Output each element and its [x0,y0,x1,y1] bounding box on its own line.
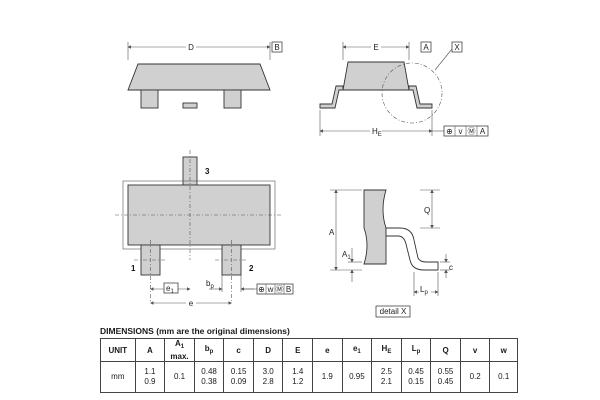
dimensions-header-cell: HE [371,338,402,362]
detail-lead [385,227,439,271]
top-view: D B [127,41,283,109]
detail-dimension-a1-label: A1 [342,250,351,261]
svg-text:v: v [459,127,463,136]
lead-1-top [140,89,159,109]
dimensions-header-cell: c [223,338,254,362]
dimensions-header-cell: A [134,338,166,362]
side-tolerance-frame: ⊕ v Ⓜ A [443,125,489,137]
lead-left-side [319,85,344,109]
datum-a-label: A [423,43,429,52]
dimension-he-label: HE [372,127,382,138]
pin-1-label: 1 [131,264,136,273]
dimensions-header-cell: w [489,338,518,362]
dimensions-value-cell: 1.9 [312,361,343,393]
svg-text:Ⓜ: Ⓜ [468,127,476,136]
package-outline-drawing: D B E A X HE ⊕ v [115,41,489,318]
detail-x-caption: detail X [380,307,407,316]
detail-x-circle [381,62,443,124]
pin-2-label: 2 [249,264,254,273]
detail-view: A A1 Q c Lp detail X [329,189,453,318]
dimensions-value-cell: mm [100,361,136,393]
dimensions-value-cell: 0.1 [489,361,518,393]
detail-dimension-q-label: Q [424,206,430,215]
datum-b-label: B [274,43,279,52]
dimensions-header-cell: E [282,338,314,362]
dimensions-header-cell: Lp [400,338,432,362]
dimension-e-label: E [373,43,378,52]
dimensions-header-cell: v [459,338,491,362]
svg-text:Ⓜ: Ⓜ [276,285,284,294]
package-body-top [127,63,271,91]
pin-3-label: 3 [205,167,210,176]
dimension-bp-label: bp [206,279,214,290]
footprint-view: 3 1 2 e1 bp ⊕ w Ⓜ B e [115,150,294,308]
dimension-e-pitch-label: e [189,299,194,308]
detail-body [363,189,387,265]
detail-x-marker: X [454,43,460,52]
package-body-side [342,61,410,91]
svg-text:A: A [480,127,486,136]
svg-text:⊕: ⊕ [258,285,265,294]
dimensions-header-cell: UNIT [100,338,136,362]
dimensions-header-cell: D [252,338,284,362]
dimension-e1-label: e1 [166,284,174,295]
dimension-d-label: D [188,43,194,52]
svg-text:w: w [267,285,274,294]
detail-dimension-c-label: c [449,263,453,272]
svg-text:B: B [286,285,291,294]
dimensions-value-cell: 0.2 [459,361,491,393]
detail-dimension-lp-label: Lp [420,285,428,296]
side-view: E A X HE ⊕ v Ⓜ A [319,41,489,138]
lead-2-top [223,89,242,109]
dimensions-header-cell: e [312,338,343,362]
dimensions-header-cell: e1 [341,338,373,362]
dimensions-value-cell: 0.95 [341,361,373,393]
footprint-tolerance-frame: ⊕ w Ⓜ B [256,283,294,295]
lead-3-top [182,102,198,109]
dimensions-value-cell: 0.1 [164,361,195,393]
svg-text:⊕: ⊕ [446,127,453,136]
detail-dimension-a-label: A [329,228,335,237]
dimensions-header-cell: Q [430,338,461,362]
lead-right-side [408,85,433,109]
dimensions-title: DIMENSIONS (mm are the original dimensio… [100,326,290,336]
dimensions-header-cell: bp [193,338,225,362]
